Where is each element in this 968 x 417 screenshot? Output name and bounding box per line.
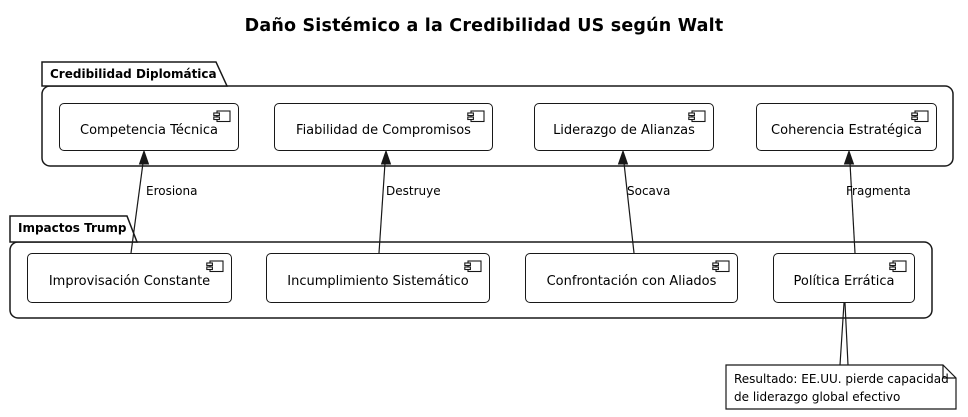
component-label: Confrontación con Aliados (546, 273, 717, 289)
arrow-label-fragmenta: Fragmenta (846, 184, 911, 198)
arrow-destruye (378, 149, 392, 254)
component-label: Coherencia Estratégica (771, 122, 922, 138)
note-shape (725, 302, 957, 410)
arrow-label-erosiona: Erosiona (146, 184, 198, 198)
result-note: Resultado: EE.UU. pierde capacidad de li… (734, 370, 950, 406)
component-icon (688, 110, 706, 123)
component-liderazgo-alianzas: Liderazgo de Alianzas (534, 103, 714, 151)
component-confrontacion-aliados: Confrontación con Aliados (525, 253, 738, 303)
result-note-line-1: Resultado: EE.UU. pierde capacidad (734, 372, 949, 386)
component-icon (712, 260, 730, 273)
arrow-erosiona (130, 149, 150, 254)
note-connector (839, 302, 849, 366)
package-credibilidad-shape (41, 61, 954, 167)
note-fold-corner-icon (942, 365, 956, 379)
package-label-credibilidad: Credibilidad Diplomática (50, 67, 217, 81)
component-icon (464, 260, 482, 273)
arrow-fragmenta (843, 149, 856, 254)
component-competencia-tecnica: Competencia Técnica (59, 103, 239, 151)
component-label: Incumplimiento Sistemático (287, 273, 469, 289)
component-icon (206, 260, 224, 273)
component-coherencia-estrategica: Coherencia Estratégica (756, 103, 937, 151)
arrow-label-socava: Socava (627, 184, 671, 198)
component-politica-erratica: Política Errática (773, 253, 915, 303)
component-label: Liderazgo de Alianzas (553, 122, 695, 138)
component-icon (889, 260, 907, 273)
component-icon (911, 110, 929, 123)
component-label: Competencia Técnica (80, 122, 218, 138)
component-fiabilidad-compromisos: Fiabilidad de Compromisos (274, 103, 493, 151)
component-incumplimiento-sistematico: Incumplimiento Sistemático (266, 253, 490, 303)
component-icon (467, 110, 485, 123)
arrow-socava (617, 149, 635, 254)
component-label: Fiabilidad de Compromisos (296, 122, 471, 138)
result-note-line-2: de liderazgo global efectivo (734, 390, 901, 404)
package-label-impactos: Impactos Trump (18, 221, 127, 235)
component-label: Política Errática (793, 273, 895, 289)
diagram-title: Daño Sistémico a la Credibilidad US segú… (244, 16, 724, 36)
component-label: Improvisación Constante (48, 273, 211, 289)
component-improvisacion-constante: Improvisación Constante (27, 253, 232, 303)
arrow-label-destruye: Destruye (386, 184, 441, 198)
relation-arrows (130, 149, 856, 254)
component-icon (213, 110, 231, 123)
